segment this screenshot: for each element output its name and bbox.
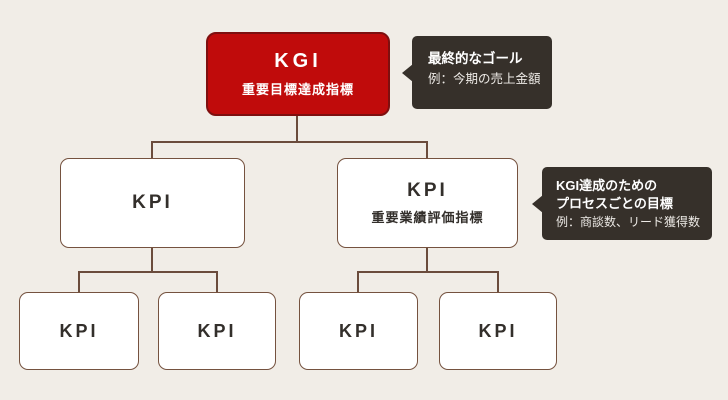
connector-left-trunk (151, 248, 153, 272)
callout-arrow-left-icon (532, 195, 543, 213)
callout-example: 例：商談数、リード獲得数 (556, 215, 701, 229)
kgi-node-title: KGI (274, 50, 322, 72)
kpi-leaf-title: KPI (478, 320, 518, 341)
callout-heading-line1: KGI達成のための (556, 178, 658, 193)
connector-right-crossbar (357, 271, 498, 273)
kpi-node-title: KPI (132, 192, 173, 213)
connector-left-crossbar (78, 271, 218, 273)
kpi-node-subtitle: 重要業績評価指標 (371, 210, 484, 225)
callout-process-goal: KGI達成のための プロセスごとの目標 例：商談数、リード獲得数 (532, 167, 712, 240)
kpi-leaf-node-4: KPI (439, 292, 557, 370)
connector-mid-left-drop (151, 141, 153, 159)
callout-example: 例：今期の売上金額 (428, 72, 541, 86)
connector-leaf4-drop (497, 271, 499, 293)
connector-mid-crossbar (151, 141, 428, 143)
kpi-leaf-node-1: KPI (19, 292, 139, 370)
callout-heading: 最終的なゴール (428, 51, 523, 66)
kpi-leaf-node-3: KPI (299, 292, 418, 370)
kpi-node-left: KPI (60, 158, 245, 248)
kpi-leaf-title: KPI (338, 320, 378, 341)
kpi-leaf-title: KPI (59, 320, 99, 341)
kpi-leaf-node-2: KPI (158, 292, 276, 370)
kgi-node-subtitle: 重要目標達成指標 (241, 82, 354, 97)
connector-root-trunk (296, 116, 298, 143)
connector-leaf2-drop (216, 271, 218, 293)
callout-heading-line2: プロセスごとの目標 (556, 195, 673, 211)
connector-right-trunk (426, 248, 428, 272)
callout-arrow-left-icon (402, 64, 413, 82)
kpi-leaf-title: KPI (197, 320, 237, 341)
kpi-node-title: KPI (407, 180, 448, 201)
connector-leaf1-drop (78, 271, 80, 293)
connector-leaf3-drop (357, 271, 359, 293)
kpi-node-right: KPI 重要業績評価指標 (337, 158, 518, 248)
kgi-node: KGI 重要目標達成指標 (206, 32, 390, 116)
callout-final-goal: 最終的なゴール 例：今期の売上金額 (402, 36, 552, 109)
connector-mid-right-drop (426, 141, 428, 159)
